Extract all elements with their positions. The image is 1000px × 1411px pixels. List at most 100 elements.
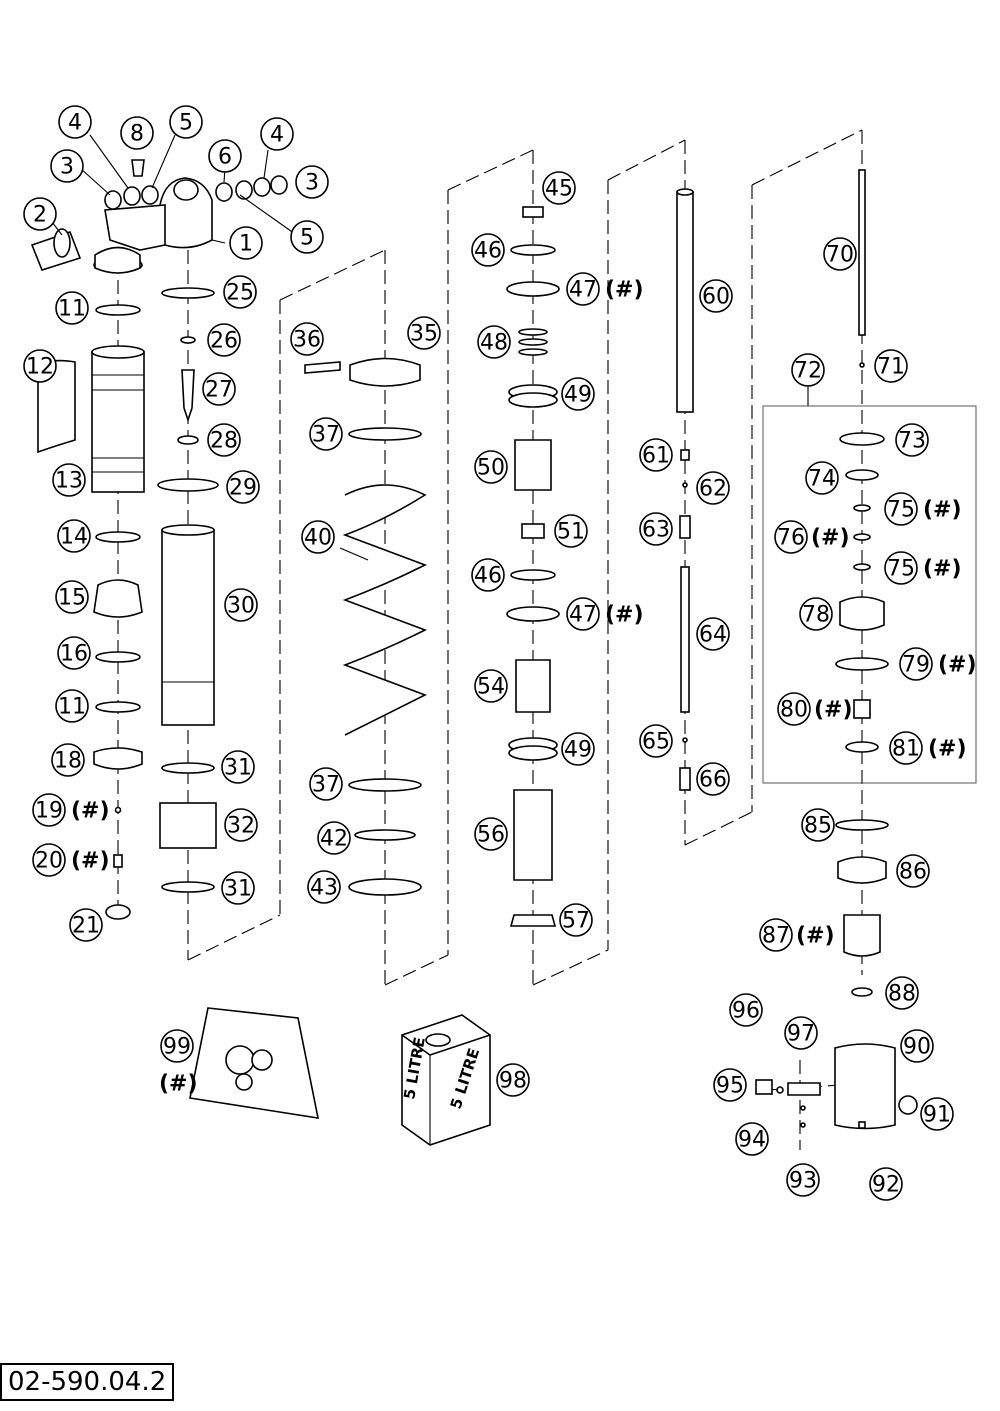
- callout-number: 26: [210, 329, 238, 354]
- callout-number: 1: [239, 232, 253, 257]
- replacement-note-mark: (#): [71, 799, 110, 824]
- callout-circle: [474, 817, 508, 851]
- callout-circle: [202, 372, 236, 406]
- callout-56: 56: [474, 817, 508, 851]
- callout-number: 72: [794, 359, 822, 384]
- callout-circle: [160, 1029, 194, 1063]
- callout-circle: [900, 1029, 934, 1063]
- replacement-note-mark: (#): [923, 557, 962, 582]
- callout-number: 16: [60, 642, 88, 667]
- callout-number: 4: [270, 123, 284, 148]
- callout-number: 15: [58, 586, 86, 611]
- callout-number: 32: [227, 814, 255, 839]
- callout-61: 61: [639, 438, 673, 472]
- callout-70: 70: [823, 237, 857, 271]
- callout-number: 13: [55, 469, 83, 494]
- callout-circle: [477, 325, 511, 359]
- callout-circle: [224, 588, 258, 622]
- callout-number: 11: [58, 695, 86, 720]
- callout-48: 48: [477, 325, 511, 359]
- shaft-column-parts: [676, 188, 694, 791]
- replacement-note-mark: (#): [71, 849, 110, 874]
- callout-95: 95: [713, 1068, 747, 1102]
- callout-96: 96: [729, 993, 763, 1027]
- callout-36: 36: [290, 322, 324, 356]
- callout-number: 2: [33, 203, 47, 228]
- callout-71: 71: [874, 349, 908, 383]
- replacement-note-mark: (#): [923, 498, 962, 523]
- callout-circle: [542, 171, 576, 205]
- callout-85: 85: [801, 808, 835, 842]
- callout-number: 64: [699, 623, 727, 648]
- callout-circle: [696, 617, 730, 651]
- callout-circle: [221, 750, 255, 784]
- callout-number: 50: [477, 456, 505, 481]
- callout-number: 94: [738, 1128, 766, 1153]
- callout-number: 45: [545, 177, 573, 202]
- body-column-parts: [157, 287, 219, 893]
- callout-number: 31: [224, 756, 252, 781]
- callout-8: 8: [120, 116, 154, 150]
- callout-5: 5: [169, 105, 203, 139]
- callout-18: 18: [51, 743, 85, 777]
- callout-circle: [884, 492, 918, 526]
- callout-number: 46: [474, 564, 502, 589]
- callout-circle: [784, 1016, 818, 1050]
- callout-number: 5: [300, 226, 314, 251]
- callout-40: 40: [301, 520, 335, 554]
- callout-number: 88: [888, 982, 916, 1007]
- callout-number: 63: [642, 518, 670, 543]
- callout-circle: [208, 139, 242, 173]
- callout-46: 46: [471, 233, 505, 267]
- callout-number: 43: [310, 876, 338, 901]
- callout-number: 80: [780, 698, 808, 723]
- spring-column-parts: [304, 357, 427, 896]
- drawing-code-label: 02-590.04.2: [0, 1363, 175, 1401]
- callout-47: 47(#): [566, 272, 644, 306]
- callout-2: 2: [23, 197, 57, 231]
- callout-number: 37: [312, 423, 340, 448]
- callout-circle: [471, 558, 505, 592]
- callout-number: 14: [60, 525, 88, 550]
- callout-circle: [801, 808, 835, 842]
- callout-circle: [221, 871, 255, 905]
- callout-circle: [169, 105, 203, 139]
- callout-circle: [895, 423, 929, 457]
- callout-number: 96: [732, 999, 760, 1024]
- callout-13: 13: [52, 463, 86, 497]
- callout-number: 65: [642, 730, 670, 755]
- callout-number: 40: [304, 526, 332, 551]
- callout-circle: [309, 767, 343, 801]
- callout-number: 85: [804, 814, 832, 839]
- callout-91: 91: [920, 1097, 954, 1131]
- callout-51: 51: [554, 514, 588, 548]
- callout-number: 66: [699, 768, 727, 793]
- callout-circle: [884, 551, 918, 585]
- callout-number: 75: [887, 557, 915, 582]
- callout-circle: [699, 279, 733, 313]
- callout-66: 66: [696, 762, 730, 796]
- callout-number: 90: [903, 1035, 931, 1060]
- replacement-note-mark: (#): [605, 603, 644, 628]
- callout-1: 1: [229, 226, 263, 260]
- callout-circle: [805, 461, 839, 495]
- assembly-72-frame: [762, 405, 977, 784]
- callout-43: 43: [307, 870, 341, 904]
- callout-circle: [23, 197, 57, 231]
- callout-circle: [729, 993, 763, 1027]
- callout-99: 99(#): [159, 1029, 198, 1097]
- replacement-note-mark: (#): [811, 526, 850, 551]
- piston-column-parts: [755, 169, 918, 1130]
- callout-number: 49: [564, 738, 592, 763]
- callout-number: 31: [224, 877, 252, 902]
- callout-number: 47: [569, 278, 597, 303]
- callout-4: 4: [58, 105, 92, 139]
- callout-30: 30: [224, 588, 258, 622]
- callout-number: 8: [130, 122, 144, 147]
- callout-75: 75(#): [884, 492, 962, 526]
- callout-3: 3: [295, 165, 329, 199]
- callout-circle: [471, 233, 505, 267]
- callout-number: 73: [898, 429, 926, 454]
- callout-75: 75 (#): [884, 551, 962, 585]
- seal-kit-bag: [189, 1007, 320, 1119]
